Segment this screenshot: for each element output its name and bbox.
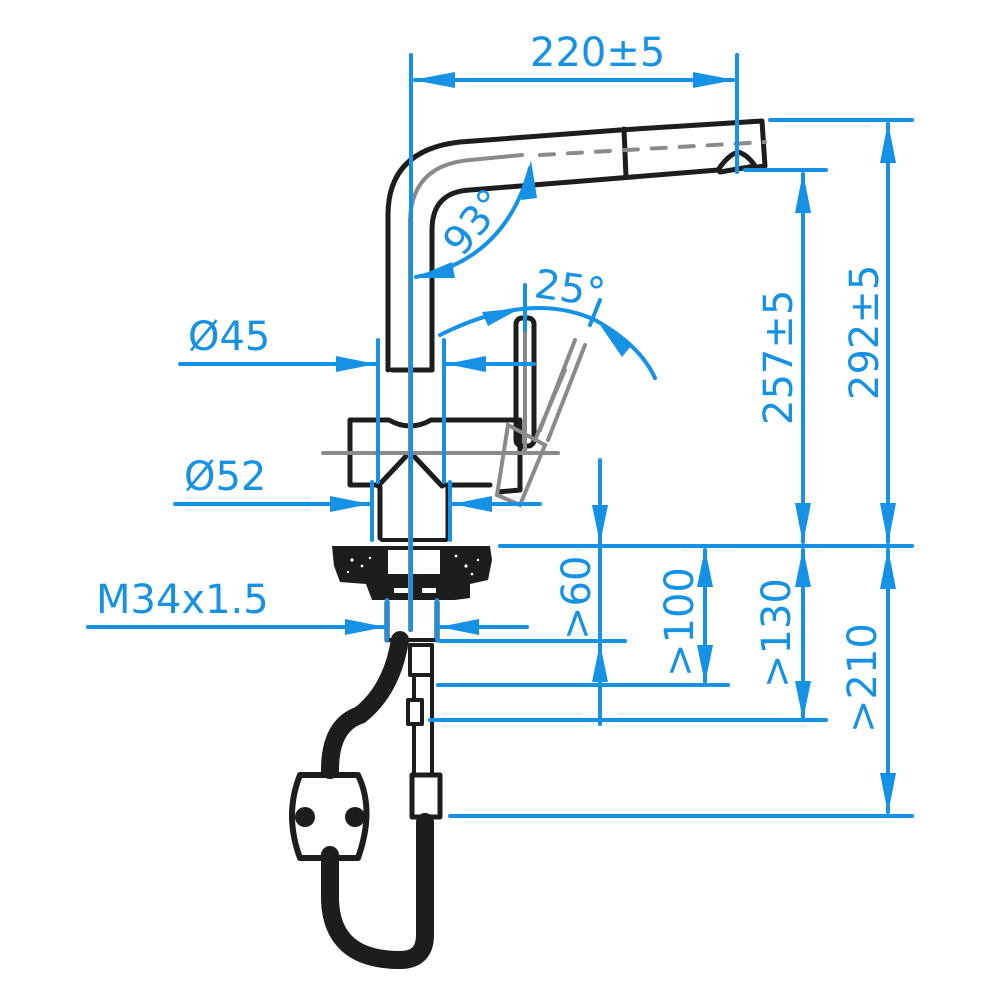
label-base-diameter: Ø52 [184,454,266,500]
label-min-60: >60 [554,556,600,640]
label-spout-reach: 220±5 [530,30,665,76]
dimension-lines [86,53,914,818]
label-min-210: >210 [840,623,886,733]
label-thread: M34x1.5 [96,577,269,623]
label-outlet-height: 257±5 [756,290,802,425]
label-body-diameter: Ø45 [188,314,270,360]
label-spout-angle: 93° [434,181,515,265]
label-min-130: >130 [754,578,800,688]
hose-assembly [289,599,443,969]
label-total-height: 292±5 [842,265,888,400]
label-lever-angle: 25° [532,261,609,316]
label-min-100: >100 [657,567,703,677]
dimension-labels: 220±5 93° 25° Ø45 Ø52 M34x1.5 257±5 292±… [96,30,888,733]
